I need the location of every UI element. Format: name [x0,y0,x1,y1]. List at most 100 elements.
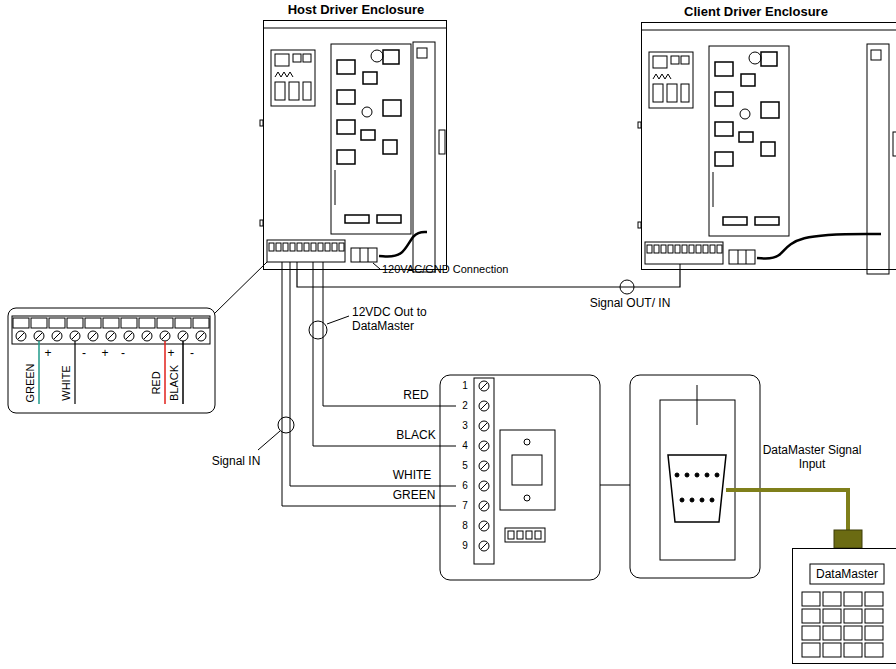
chip [739,132,753,142]
keypad-key [802,626,820,640]
screw-slot [108,333,114,339]
screw-slot [72,333,78,339]
terminal [269,243,274,251]
relay [303,54,311,62]
mount-hole [524,439,530,445]
chip [361,130,375,140]
header [713,172,714,207]
black-wire [182,341,184,404]
polarity-sign: + [101,347,108,361]
wire-color: WHITE [393,469,432,483]
keypad-key [865,626,883,640]
chip [761,102,779,118]
pin-number: 8 [462,520,468,532]
fuse [667,84,677,102]
polarity-sign: - [121,347,125,361]
capacitor [371,50,383,62]
red-wire [164,341,166,404]
keypad-key [865,643,883,657]
chip [383,140,397,154]
terminal-screw [479,481,489,491]
screw-slot [481,503,487,509]
leader-line [327,316,349,324]
screw-slot [481,383,487,389]
terminal-screw [52,331,62,341]
coil-symbol [653,74,671,79]
wire-color: RED [150,371,163,394]
chip [715,92,733,106]
power-terminal [729,250,755,264]
divider [368,248,369,262]
datamaster-cable [726,490,848,530]
relay [681,56,689,64]
terminal-clamp [49,318,65,328]
enclosure-box: Host Driver Enclosure [263,20,447,270]
terminal-screw [124,331,134,341]
dip-lever [508,531,514,539]
db9-pin [685,473,689,477]
screw-slot [54,333,60,339]
terminal-row [12,316,210,344]
terminal-screw [479,421,489,431]
keypad-key [802,643,820,657]
cable-marker [309,321,327,339]
terminal-screw [142,331,152,341]
enclosure-title: Client Driver Enclosure [684,4,828,19]
db9-pin [700,498,704,502]
capacitor [362,107,372,117]
terminal [661,245,666,253]
pin-number: 7 [462,500,468,512]
screw-slot [481,463,487,469]
screw-slot [198,333,204,339]
db9-pin [690,498,694,502]
chip [761,142,775,156]
green-wire [282,262,456,506]
terminal [654,245,659,253]
cable-marker [278,417,294,433]
wire-color: WHITE [60,365,73,400]
adapter-lead [697,385,698,425]
leader-line [373,263,380,269]
terminal-strip [267,240,345,262]
capacitor [740,109,750,119]
terminal-screw [178,331,188,341]
leader-line [258,431,280,450]
chip [755,217,779,225]
terminal-clamp [103,318,119,328]
pin-number: 9 [462,540,468,552]
terminal-board [440,375,600,580]
polarity-sign: + [167,347,174,361]
divider [738,250,739,264]
terminal-screw [160,331,170,341]
wire-color: GREEN [393,489,436,503]
enclosure-box: Client Driver Enclosure [641,22,896,270]
header [335,170,336,205]
terminal [283,243,288,251]
terminal-clamp [31,318,47,328]
inset-frame [8,308,215,413]
db9-pin [710,498,714,502]
chip [715,122,733,136]
capacitor [749,52,761,64]
terminal-screw [479,521,489,531]
screw-slot [481,483,487,489]
terminal [647,245,652,253]
latch [439,130,445,154]
screw-slot [90,333,96,339]
relay [671,56,679,64]
cable-note: Signal IN [212,455,261,469]
keypad-key [844,626,862,640]
relay-block [271,50,315,106]
cable-note: 12VDC Out to DataMaster [352,306,452,334]
terminal [304,243,309,251]
screw-slot [180,333,186,339]
cable-note: DataMaster Signal Input [762,444,862,472]
power-note: 120VAC/GND Connection [382,263,508,276]
screw-slot [36,333,42,339]
terminal-screw [479,381,489,391]
green-wire [38,341,40,404]
terminal [297,243,302,251]
latch [893,132,896,156]
